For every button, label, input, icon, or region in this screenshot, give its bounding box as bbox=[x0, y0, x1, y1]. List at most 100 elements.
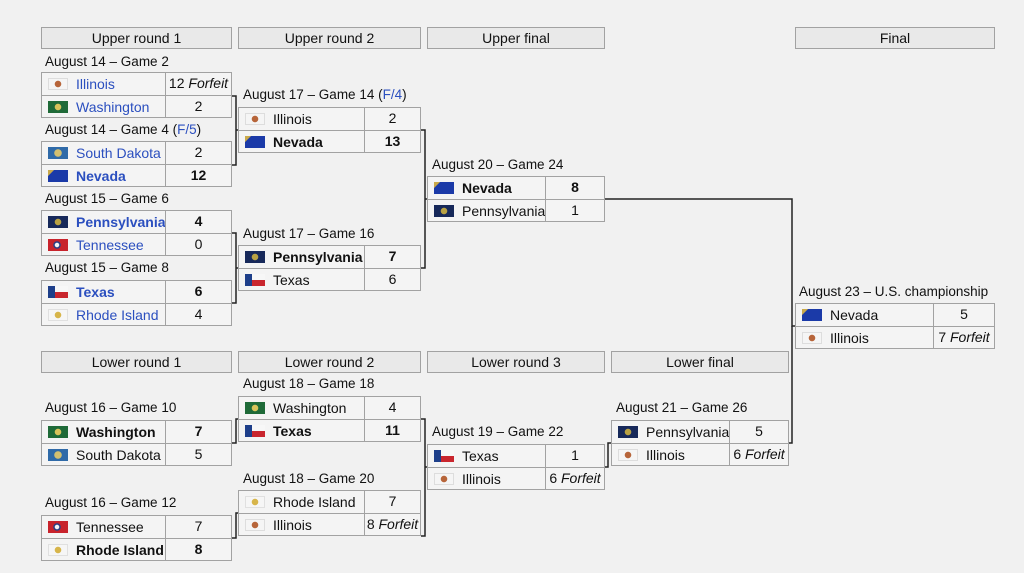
flag-washington-icon bbox=[245, 402, 265, 414]
match-ur1-game8: Texas 6 Rhode Island 4 bbox=[41, 280, 232, 326]
match-ur2-game16: Pennsylvania 7 Texas 6 bbox=[238, 245, 421, 291]
score: 5 bbox=[755, 423, 763, 439]
team-cell: Pennsylvania bbox=[612, 421, 730, 443]
team-row: Washington 4 bbox=[239, 397, 420, 419]
team-link[interactable]: Texas bbox=[76, 284, 115, 300]
team-name: Illinois bbox=[273, 111, 312, 127]
team-row: Texas 11 bbox=[239, 419, 420, 441]
team-cell: Nevada bbox=[239, 131, 365, 152]
team-cell: Pennsylvania bbox=[239, 246, 365, 268]
match-final: Nevada 5 Illinois 7 Forfeit bbox=[795, 303, 995, 349]
game-label: August 23 – U.S. championship bbox=[799, 284, 989, 299]
team-cell: Illinois bbox=[796, 327, 934, 348]
team-cell: Pennsylvania bbox=[42, 211, 166, 233]
team-cell: Illinois bbox=[612, 444, 730, 465]
team-cell: South Dakota bbox=[42, 142, 166, 164]
team-name: Pennsylvania bbox=[273, 249, 363, 265]
game-label: August 14 – Game 4 (F/5) bbox=[45, 122, 202, 137]
team-row: Washington 2 bbox=[42, 95, 231, 117]
team-cell: Illinois bbox=[42, 73, 166, 95]
team-cell: Texas bbox=[428, 445, 546, 467]
team-name: Tennessee bbox=[76, 519, 144, 535]
team-name: South Dakota bbox=[76, 446, 161, 463]
flag-washington-icon bbox=[48, 100, 68, 113]
team-row: Illinois 8 Forfeit bbox=[239, 513, 420, 535]
score: 7 Forfeit bbox=[938, 329, 990, 345]
team-row: Washington 7 bbox=[42, 421, 231, 443]
team-link[interactable]: Pennsylvania bbox=[76, 214, 166, 230]
extra-innings-link[interactable]: F/4 bbox=[382, 87, 403, 102]
flag-pennsylvania-icon bbox=[434, 204, 454, 217]
game-label: August 21 – Game 26 bbox=[616, 400, 748, 415]
team-row: Texas 6 bbox=[239, 268, 420, 290]
extra-innings-link[interactable]: F/5 bbox=[177, 122, 197, 137]
score: 1 bbox=[571, 447, 579, 463]
score: 4 bbox=[388, 399, 397, 415]
match-ur1-game2: Illinois 12 Forfeit Washington 2 bbox=[41, 72, 232, 118]
team-row: Nevada 13 bbox=[239, 130, 420, 152]
team-cell: Illinois bbox=[239, 108, 365, 130]
flag-rhode-island-icon bbox=[48, 543, 68, 556]
team-row: Rhode Island 4 bbox=[42, 303, 231, 325]
team-name: Illinois bbox=[646, 446, 685, 463]
team-cell: Tennessee bbox=[42, 516, 166, 538]
team-link[interactable]: Nevada bbox=[76, 167, 126, 184]
team-cell: Rhode Island bbox=[42, 304, 166, 325]
header-lower-final: Lower final bbox=[611, 351, 789, 373]
team-cell: Nevada bbox=[42, 165, 166, 186]
team-name: Texas bbox=[273, 422, 312, 439]
match-lr1-game12: Tennessee 7 Rhode Island 8 bbox=[41, 515, 232, 561]
team-link[interactable]: Washington bbox=[76, 98, 150, 115]
game-label: August 15 – Game 6 bbox=[45, 191, 169, 206]
flag-pennsylvania-icon bbox=[245, 251, 265, 263]
team-link[interactable]: Rhode Island bbox=[76, 306, 159, 323]
flag-illinois-icon bbox=[245, 113, 265, 125]
team-row: Texas 1 bbox=[428, 445, 604, 467]
team-name: Texas bbox=[462, 448, 499, 464]
team-cell: Tennessee bbox=[42, 234, 166, 255]
flag-texas-icon bbox=[434, 450, 454, 462]
game-label: August 18 – Game 20 bbox=[243, 471, 375, 486]
flag-nevada-icon bbox=[245, 135, 265, 148]
team-row: Pennsylvania 1 bbox=[428, 199, 604, 221]
score: 0 bbox=[194, 236, 203, 252]
team-name: Pennsylvania bbox=[462, 202, 546, 219]
team-cell: Texas bbox=[239, 269, 365, 290]
flag-tennessee-icon bbox=[48, 521, 68, 533]
team-cell: Nevada bbox=[428, 177, 546, 199]
team-link[interactable]: Tennessee bbox=[76, 236, 144, 253]
header-upper-round-2: Upper round 2 bbox=[238, 27, 421, 49]
match-lf-game26: Pennsylvania 5 Illinois 6 Forfeit bbox=[611, 420, 789, 466]
team-name: Washington bbox=[273, 400, 347, 416]
team-row: Illinois 12 Forfeit bbox=[42, 73, 231, 95]
team-name: Illinois bbox=[830, 329, 869, 346]
match-uf-game24: Nevada 8 Pennsylvania 1 bbox=[427, 176, 605, 222]
team-cell: Illinois bbox=[428, 468, 546, 489]
flag-nevada-icon bbox=[48, 169, 68, 182]
team-row: South Dakota 2 bbox=[42, 142, 231, 164]
flag-nevada-icon bbox=[802, 309, 822, 321]
match-ur1-game6: Pennsylvania 4 Tennessee 0 bbox=[41, 210, 232, 256]
team-link[interactable]: Illinois bbox=[76, 76, 115, 92]
flag-illinois-icon bbox=[618, 448, 638, 461]
flag-illinois-icon bbox=[802, 331, 822, 344]
team-row: Nevada 12 bbox=[42, 164, 231, 186]
header-lower-round-1: Lower round 1 bbox=[41, 351, 232, 373]
flag-rhode-island-icon bbox=[48, 308, 68, 321]
team-row: Illinois 7 Forfeit bbox=[796, 326, 994, 348]
score: 2 bbox=[194, 144, 203, 160]
match-ur1-game4: South Dakota 2 Nevada 12 bbox=[41, 141, 232, 187]
connector-line bbox=[605, 198, 795, 327]
game-label: August 15 – Game 8 bbox=[45, 260, 169, 275]
team-cell: Nevada bbox=[796, 304, 934, 326]
team-row: Rhode Island 7 bbox=[239, 491, 420, 513]
header-lower-round-2: Lower round 2 bbox=[238, 351, 421, 373]
score: 5 bbox=[194, 446, 203, 462]
game-label: August 16 – Game 12 bbox=[45, 495, 177, 510]
flag-illinois-icon bbox=[434, 472, 454, 485]
score: 7 bbox=[388, 493, 397, 509]
team-row: Illinois 2 bbox=[239, 108, 420, 130]
score: 1 bbox=[571, 202, 579, 218]
score: 6 Forfeit bbox=[733, 446, 785, 462]
team-link[interactable]: South Dakota bbox=[76, 145, 161, 161]
